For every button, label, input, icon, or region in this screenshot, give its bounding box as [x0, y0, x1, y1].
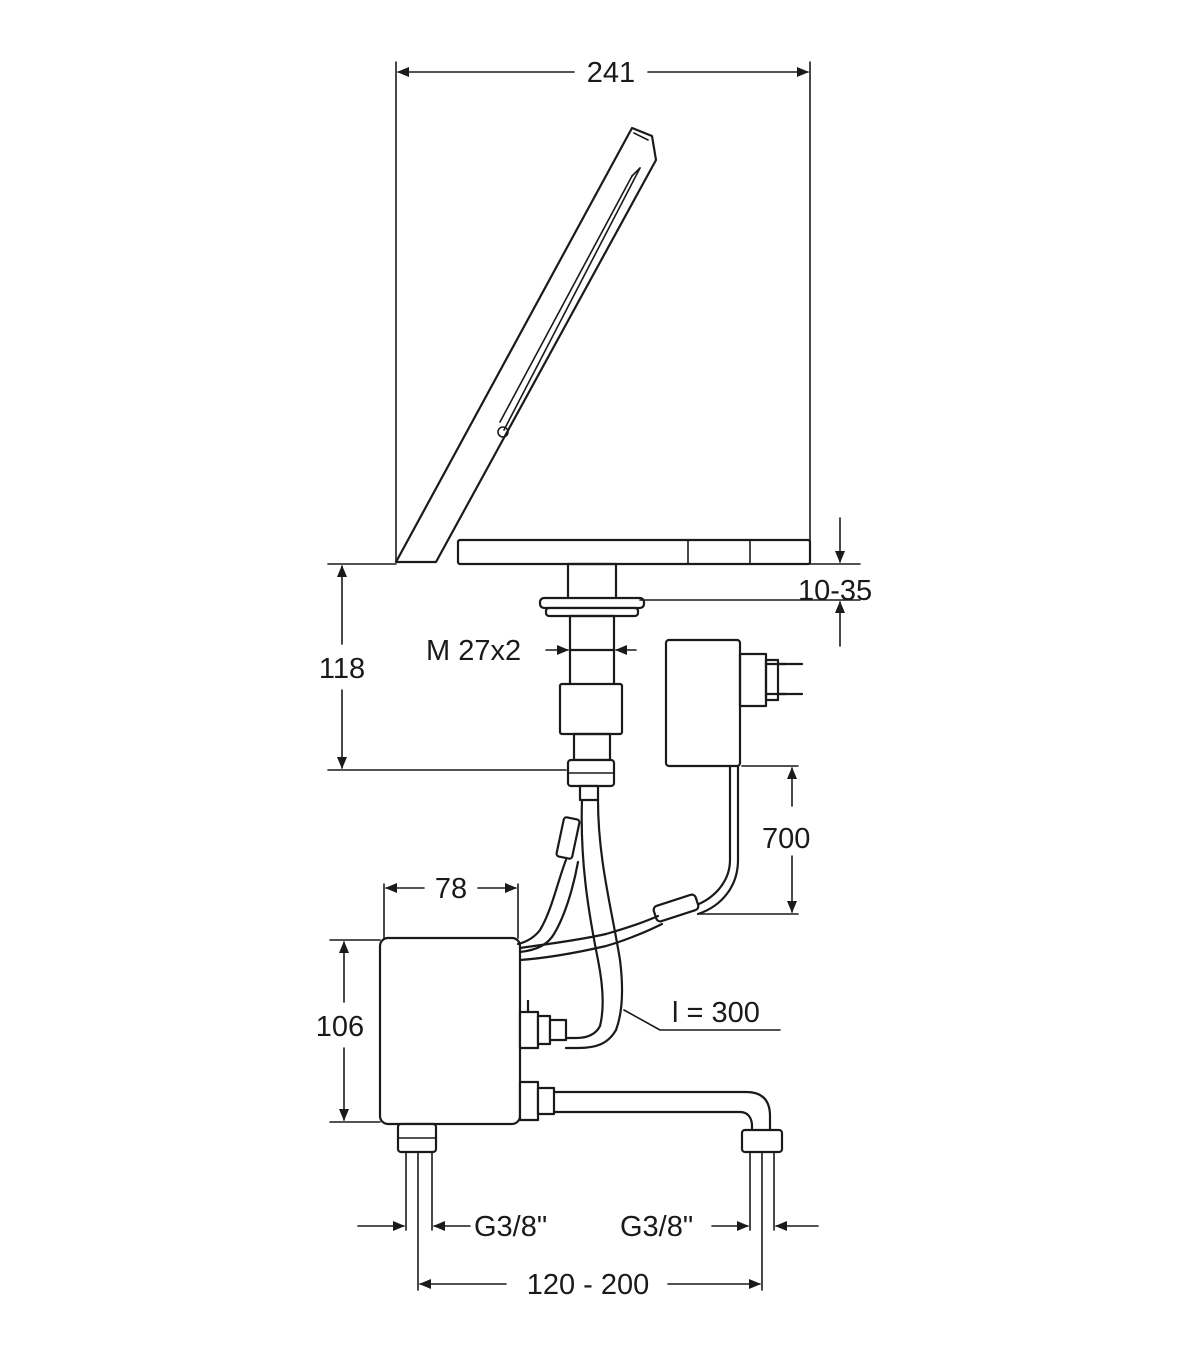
connection-distance-label: 120 - 200 [527, 1269, 650, 1301]
connection-left-label: G3/8" [474, 1211, 547, 1243]
dimension-connection-distance: 120 - 200 [417, 1151, 763, 1301]
dimension-cable-length: 700 [699, 765, 810, 915]
faucet-base [456, 538, 812, 566]
dimension-deck-thickness: 10-35 [615, 517, 872, 647]
outlet-pipe [552, 1090, 784, 1154]
sensor-cable [516, 816, 581, 954]
dimension-hose-length: l = 300 [623, 997, 781, 1031]
dimension-spout-height: 118 [319, 563, 567, 771]
deck-thickness-label: 10-35 [798, 575, 872, 607]
width-label: 241 [587, 57, 635, 89]
dimension-thread: M 27x2 [426, 635, 637, 667]
dimension-connection-left: G3/8" [357, 1151, 547, 1243]
dimension-box-height: 106 [316, 939, 381, 1123]
spout-height-label: 118 [319, 653, 365, 685]
dimension-connection-right: G3/8" [620, 1151, 819, 1243]
control-box [378, 936, 568, 1126]
dimension-width: 241 [395, 57, 811, 563]
mounting-shank [538, 562, 646, 802]
box-height-label: 106 [316, 1011, 364, 1043]
power-cable [518, 764, 740, 962]
inlet-connector-left [396, 1122, 438, 1154]
power-supply [664, 638, 804, 768]
box-width-label: 78 [435, 873, 467, 905]
thread-label: M 27x2 [426, 635, 521, 667]
sensor-window-icon [497, 426, 509, 438]
faucet-spout [394, 126, 658, 564]
hose-length-label: l = 300 [672, 997, 760, 1029]
connection-right-label: G3/8" [620, 1211, 693, 1243]
cable-length-label: 700 [762, 823, 810, 855]
dimension-box-width: 78 [383, 873, 519, 939]
